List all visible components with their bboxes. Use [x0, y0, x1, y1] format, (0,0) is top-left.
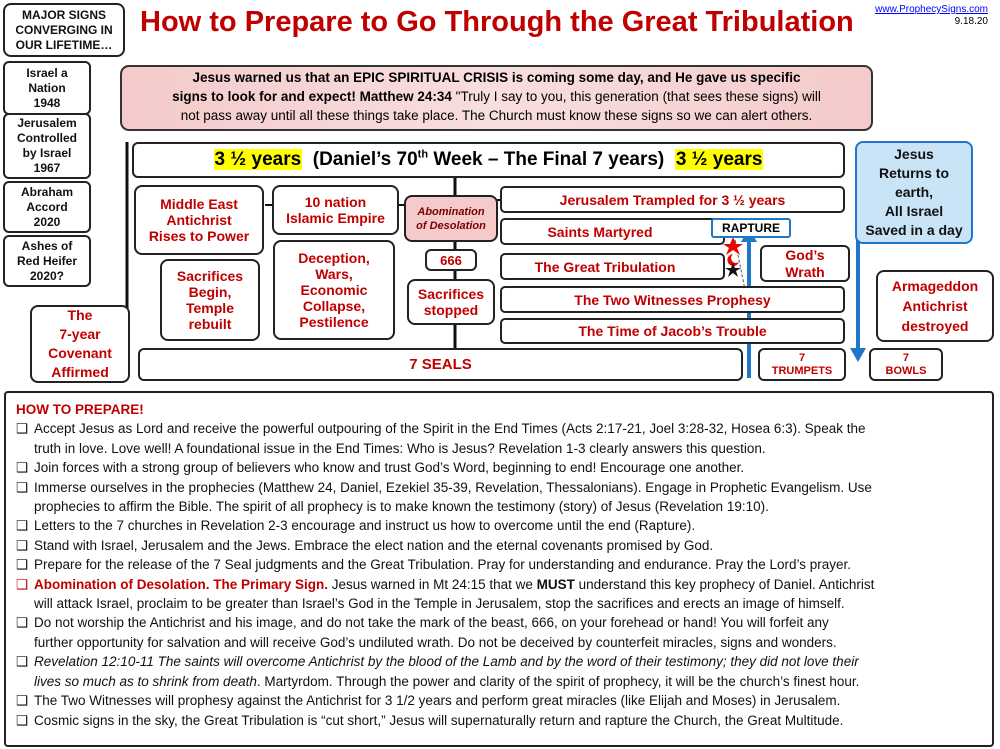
prepare-item-revelation: ❑Revelation 12:10-11 The saints will ove… [16, 652, 984, 691]
prepare-item-two-witnesses: ❑The Two Witnesses will prophesy against… [16, 691, 984, 710]
checkbox-icon: ❑ [16, 654, 29, 670]
saints-martyred-bar: Saints Martyred [500, 218, 725, 245]
jerusalem-trampled-bar: Jerusalem Trampled for 3 ½ years [500, 186, 845, 213]
checkbox-icon: ❑ [16, 518, 29, 534]
jacobs-trouble-bar: The Time of Jacob’s Trouble [500, 318, 845, 344]
page-title: How to Prepare to Go Through the Great T… [140, 6, 854, 38]
date-label: 9.18.20 [954, 16, 988, 27]
prepare-item-abomination: ❑Abomination of Desolation. The Primary … [16, 575, 984, 614]
checkbox-icon: ❑ [16, 712, 29, 728]
warning-line-3: not pass away until all these things tak… [180, 108, 813, 123]
number-666-box: 666 [425, 249, 477, 271]
site-credit: www.ProphecySigns.com 9.18.20 [875, 4, 988, 28]
warning-line-1: Jesus warned us that an EPIC SPIRITUAL C… [192, 70, 801, 85]
prepare-item-do-not-worship: ❑Do not worship the Antichrist and his i… [16, 613, 984, 652]
prepare-item-immerse: ❑Immerse ourselves in the prophecies (Ma… [16, 478, 984, 517]
crescent-icon [727, 254, 739, 266]
return-arrow-head [850, 348, 866, 362]
prepare-heading: HOW TO PREPARE! [16, 402, 144, 417]
seven-seals-bar: 7 SEALS [138, 348, 743, 381]
warning-line-2: signs to look for and expect! Matthew 24… [172, 89, 821, 104]
signs-heading: MAJOR SIGNS CONVERGING IN OUR LIFETIME… [3, 3, 125, 57]
checkbox-icon: ❑ [16, 421, 29, 437]
warning-banner: Jesus warned us that an EPIC SPIRITUAL C… [120, 65, 873, 131]
rapture-label: RAPTURE [711, 218, 791, 238]
prepare-item-join-forces: ❑Join forces with a strong group of beli… [16, 458, 984, 477]
second-half-label: 3 ½ years [674, 149, 764, 171]
prepare-item-cosmic-signs: ❑Cosmic signs in the sky, the Great Trib… [16, 711, 984, 730]
checkbox-icon: ❑ [16, 615, 29, 631]
prepare-item-accept-jesus: ❑Accept Jesus as Lord and receive the po… [16, 419, 984, 458]
website-link[interactable]: www.ProphecySigns.com [875, 4, 988, 15]
checkbox-icon: ❑ [16, 693, 29, 709]
great-tribulation-bar: The Great Tribulation [500, 253, 725, 280]
black-star-icon [725, 263, 741, 277]
red-star-icon [723, 237, 743, 255]
how-to-prepare-panel: HOW TO PREPARE! ❑Accept Jesus as Lord an… [4, 391, 994, 747]
checkbox-icon: ❑ [16, 460, 29, 476]
first-half-label: 3 ½ years [213, 149, 303, 171]
checkbox-icon: ❑ [16, 576, 29, 592]
checkbox-icon: ❑ [16, 537, 29, 553]
checkbox-icon: ❑ [16, 479, 29, 495]
two-witnesses-bar: The Two Witnesses Prophesy [500, 286, 845, 313]
daniel-week-label: (Daniel’s 70th Week – The Final 7 years) [312, 148, 665, 171]
prepare-item-letters: ❑Letters to the 7 churches in Revelation… [16, 516, 984, 535]
prepare-item-stand-with-israel: ❑Stand with Israel, Jerusalem and the Je… [16, 536, 984, 555]
prepare-item-seal-judgments: ❑Prepare for the release of the 7 Seal j… [16, 555, 984, 574]
checkbox-icon: ❑ [16, 557, 29, 573]
daniel-70th-week-bar: 3 ½ years (Daniel’s 70th Week – The Fina… [132, 142, 845, 178]
rapture-dashed-line [734, 239, 746, 291]
